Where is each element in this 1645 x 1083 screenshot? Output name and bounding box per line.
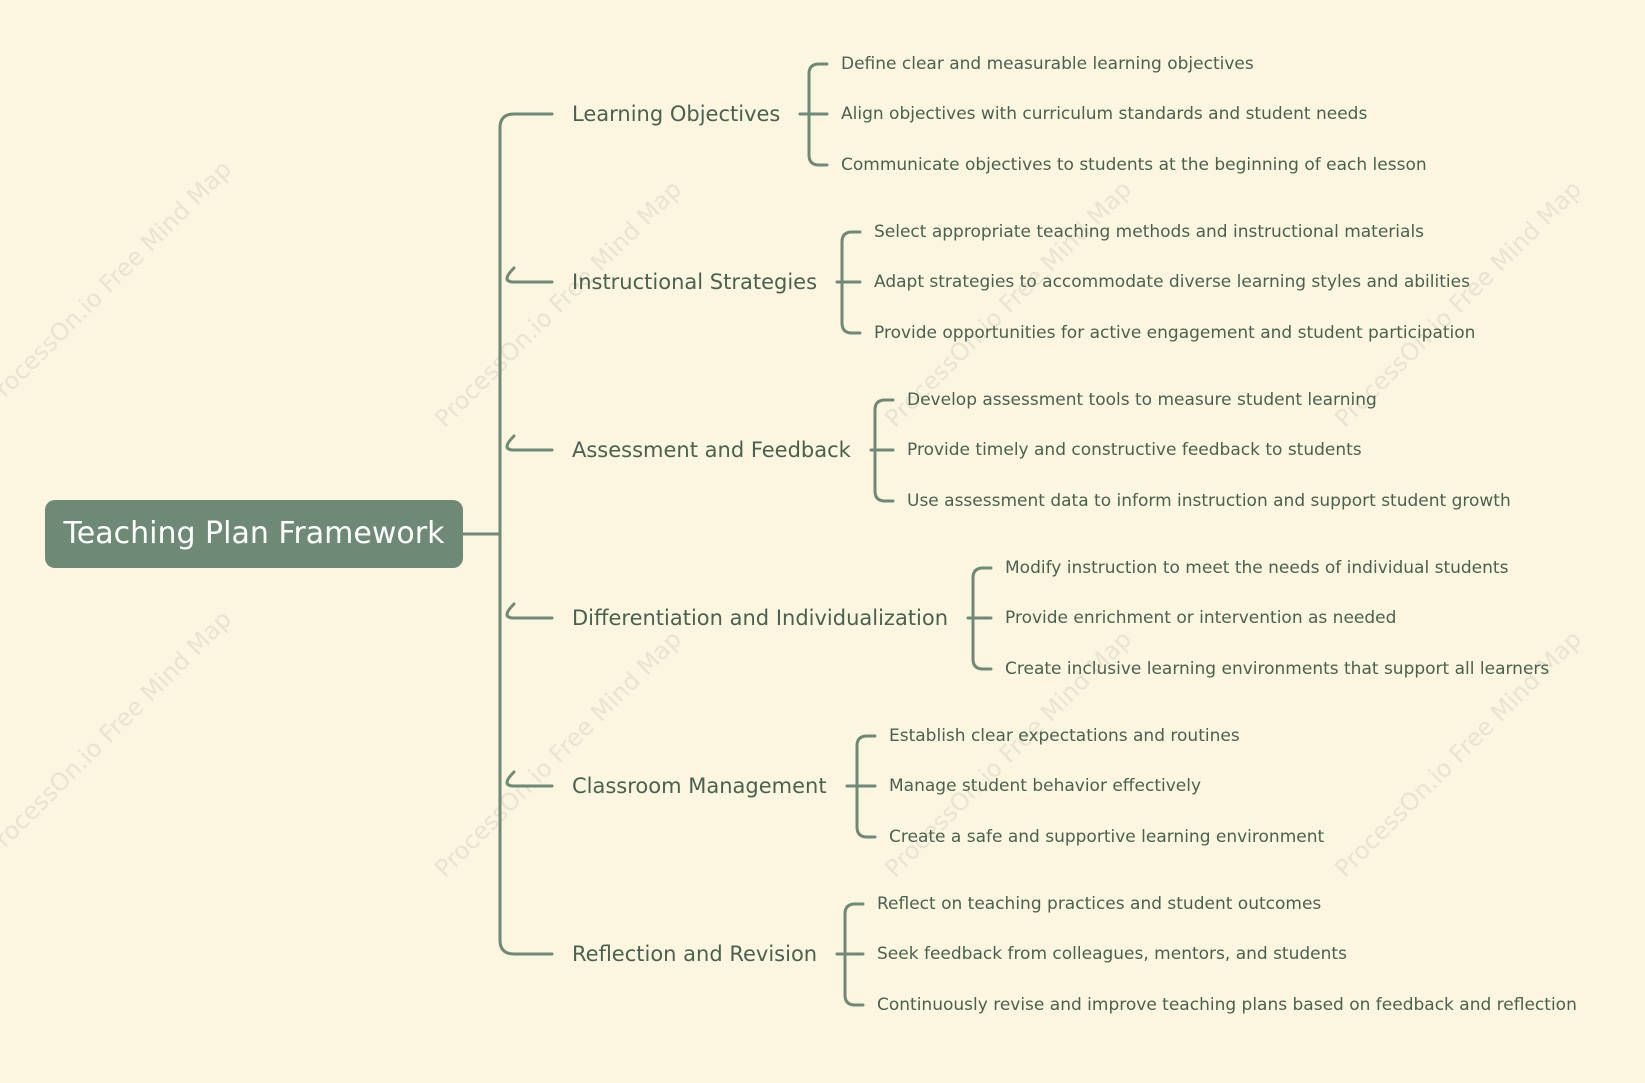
branch-connector (505, 602, 554, 620)
leaf-node[interactable]: Align objectives with curriculum standar… (841, 104, 1368, 124)
branch-node-classroom-management[interactable]: Classroom Management (572, 774, 827, 798)
leaf-node[interactable]: Create a safe and supportive learning en… (889, 827, 1325, 847)
leaf-node[interactable]: Provide timely and constructive feedback… (907, 440, 1362, 460)
root-node[interactable]: Teaching Plan Framework (45, 500, 463, 568)
leaf-node[interactable]: Communicate objectives to students at th… (841, 155, 1427, 175)
leaf-node[interactable]: Define clear and measurable learning obj… (841, 54, 1254, 74)
leaf-node[interactable]: Manage student behavior effectively (889, 776, 1202, 796)
leaf-node[interactable]: Reflect on teaching practices and studen… (877, 894, 1322, 914)
leaf-node[interactable]: Establish clear expectations and routine… (889, 726, 1240, 746)
branch-node-reflection-and-revision[interactable]: Reflection and Revision (572, 942, 818, 966)
branch-connector (505, 434, 554, 452)
branch-node-instructional-strategies[interactable]: Instructional Strategies (572, 270, 818, 294)
trunk-connector (498, 112, 554, 956)
branch-connector (505, 266, 554, 284)
branch-node-assessment-and-feedback[interactable]: Assessment and Feedback (572, 438, 851, 462)
leaf-node[interactable]: Adapt strategies to accommodate diverse … (874, 272, 1470, 292)
leaf-node[interactable]: Develop assessment tools to measure stud… (907, 390, 1377, 410)
leaf-node[interactable]: Select appropriate teaching methods and … (874, 222, 1425, 242)
branch-connector (505, 770, 554, 788)
leaf-node[interactable]: Seek feedback from colleagues, mentors, … (877, 944, 1347, 964)
leaf-node[interactable]: Provide enrichment or intervention as ne… (1005, 608, 1397, 628)
leaf-node[interactable]: Provide opportunities for active engagem… (874, 323, 1476, 343)
leaf-node[interactable]: Continuously revise and improve teaching… (877, 995, 1577, 1015)
branch-node-learning-objectives[interactable]: Learning Objectives (572, 102, 781, 126)
leaf-node[interactable]: Modify instruction to meet the needs of … (1005, 558, 1509, 578)
leaf-node[interactable]: Create inclusive learning environments t… (1005, 659, 1550, 679)
branch-node-differentiation-and-individualization[interactable]: Differentiation and Individualization (572, 606, 949, 630)
leaf-node[interactable]: Use assessment data to inform instructio… (907, 491, 1511, 511)
